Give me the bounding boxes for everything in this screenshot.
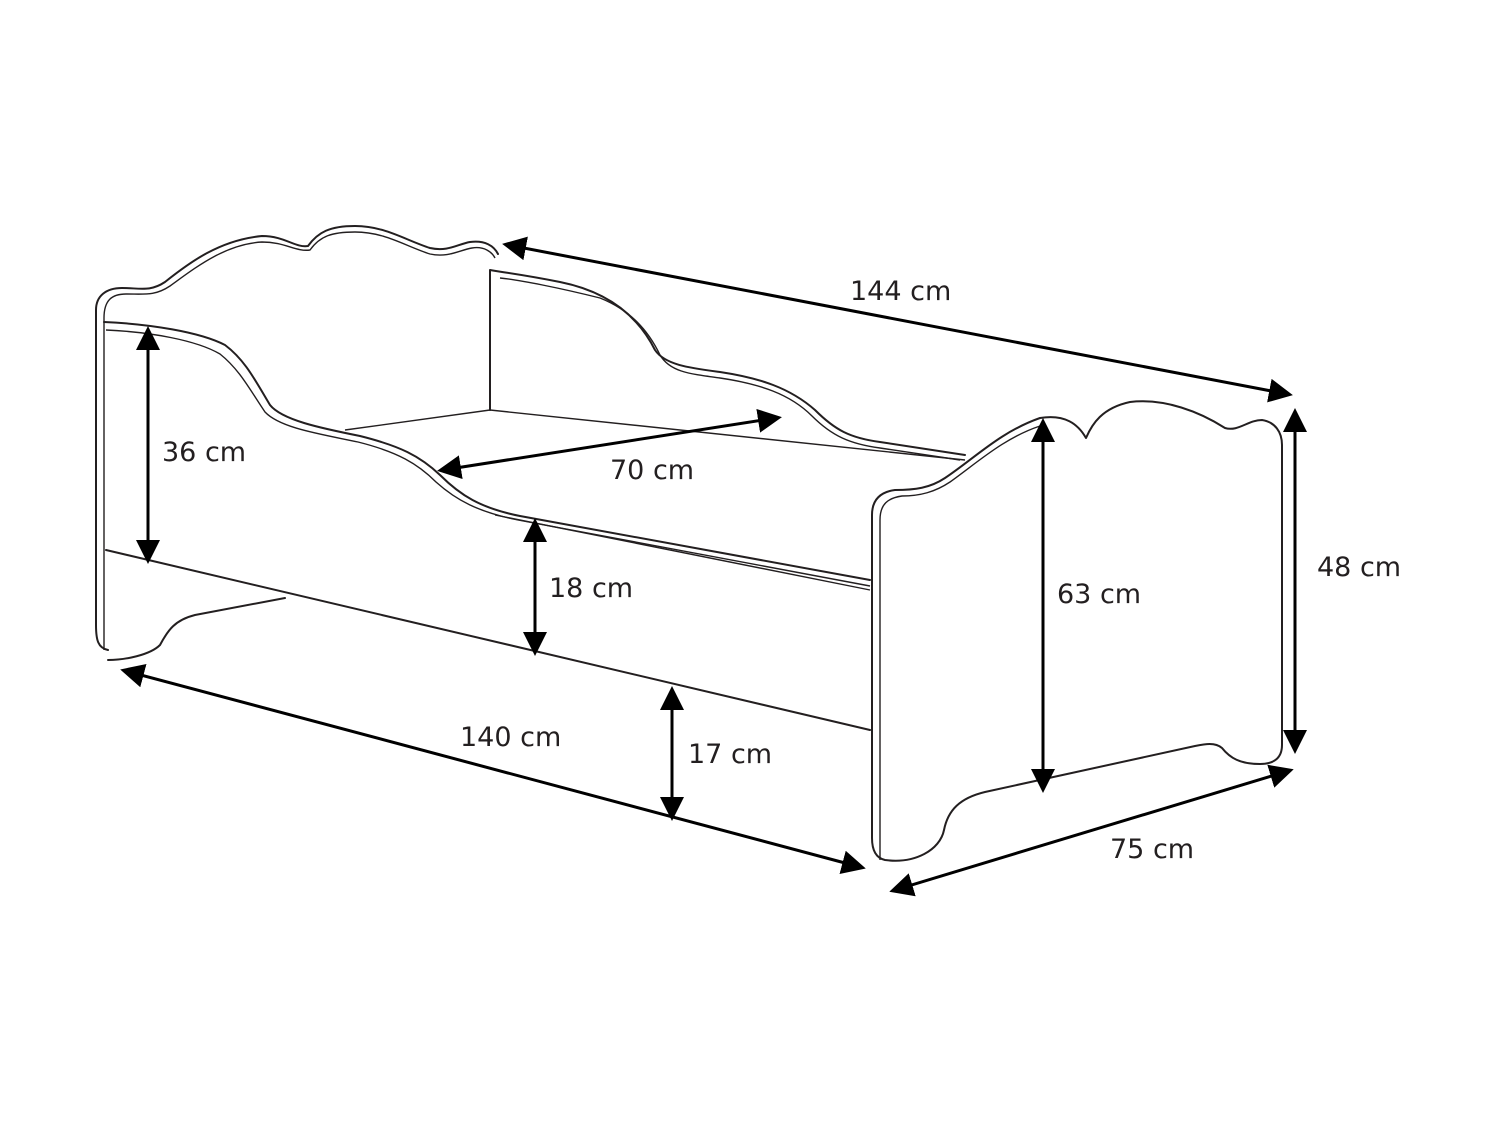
label-mattress-width: 70 cm (610, 455, 694, 486)
arrow-140 (120, 664, 866, 874)
arrow-75 (889, 764, 1294, 897)
label-total-length: 144 cm (850, 276, 951, 307)
label-total-width: 75 cm (1110, 834, 1194, 865)
label-panel-height: 63 cm (1057, 579, 1141, 610)
headboard-outline (95, 225, 499, 651)
arrow-144 (502, 236, 1293, 403)
arrow-70 (437, 408, 782, 480)
headboard-foot-cutout (107, 597, 286, 661)
footboard-outline (871, 400, 1283, 862)
front-rail-bottom (105, 549, 871, 731)
label-side-height: 36 cm (162, 437, 246, 468)
headboard-edge (103, 231, 496, 650)
footboard-edge (879, 425, 1041, 860)
label-floor-clearance: 17 cm (688, 739, 772, 770)
label-footboard-height: 48 cm (1317, 552, 1401, 583)
label-rail-height: 18 cm (549, 573, 633, 604)
label-mattress-length: 140 cm (460, 722, 561, 753)
front-rail-edge (105, 329, 871, 587)
front-rail (103, 321, 871, 581)
